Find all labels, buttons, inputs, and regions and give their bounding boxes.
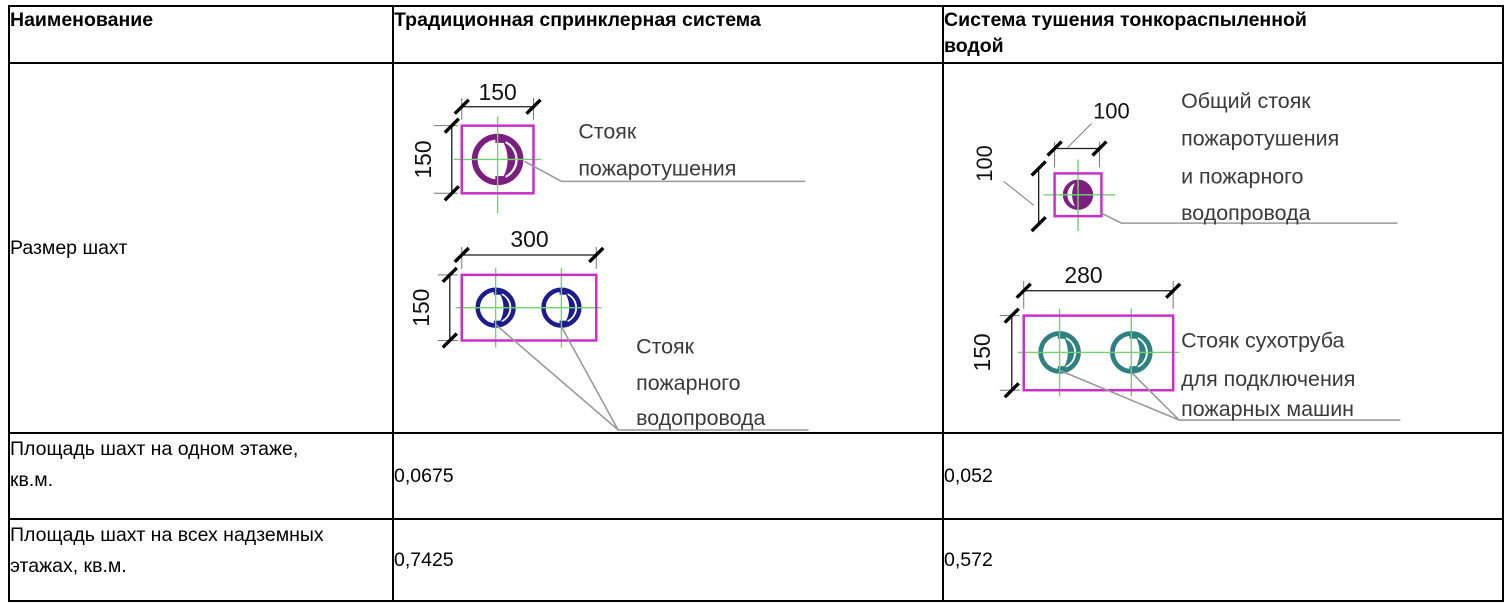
drawing-label-line3: водопровода bbox=[636, 406, 765, 430]
center-axis-lines bbox=[453, 116, 542, 214]
traditional-drawings-cell: 150 150 Стояк пожаротушения bbox=[392, 62, 944, 434]
mist-shaft-drawings: 100 100 Общий стояк пожаротушения и пожа… bbox=[969, 89, 1401, 421]
drawing-label-line2: для подключения bbox=[1181, 367, 1355, 391]
header-name-label: Наименование bbox=[10, 9, 154, 31]
dimension-lines bbox=[449, 254, 597, 341]
leader-line bbox=[524, 160, 806, 183]
width-dimension-text: 150 bbox=[479, 79, 517, 105]
mist-double-shaft-drawing: 280 150 Стояк сухотруба для подключения … bbox=[969, 262, 1401, 421]
mist-single-shaft-drawing: 100 100 Общий стояк пожаротушения и пожа… bbox=[972, 89, 1398, 233]
dimension-ticks bbox=[441, 246, 605, 349]
area-one-floor-row: Площадь шахт на одном этаже, кв.м. 0,067… bbox=[8, 432, 1504, 520]
area-one-floor-label-line2: кв.м. bbox=[10, 469, 54, 491]
leader-line bbox=[1101, 212, 1398, 224]
area-all-floors-label-cell: Площадь шахт на всех надземных этажах, к… bbox=[8, 518, 394, 602]
height-dimension-text: 100 bbox=[972, 145, 997, 181]
extension-lines bbox=[999, 280, 1174, 391]
shaft-outline bbox=[460, 273, 598, 342]
height-dimension-text: 150 bbox=[969, 333, 995, 371]
dimension-ticks bbox=[1003, 282, 1182, 399]
traditional-shaft-drawings: 150 150 Стояк пожаротушения bbox=[408, 79, 809, 431]
shaft-size-label: Размер шахт bbox=[10, 236, 128, 259]
drawing-label-line1: Общий стояк bbox=[1181, 89, 1311, 113]
extension-lines bbox=[1003, 123, 1100, 206]
height-dimension-text: 150 bbox=[408, 289, 434, 327]
drawing-label-line3: и пожарного bbox=[1181, 164, 1303, 188]
leader-line bbox=[495, 323, 809, 431]
height-dimension-text: 150 bbox=[410, 140, 436, 178]
drawing-label-line2: пожаротушения bbox=[1181, 127, 1339, 151]
area-one-floor-mist-cell: 0,052 bbox=[942, 432, 1504, 520]
header-mist-label-line1: Система тушения тонкораспыленной bbox=[944, 9, 1307, 31]
header-mist-label-line2: водой bbox=[944, 35, 1004, 57]
drawing-label-line1: Стояк сухотруба bbox=[1181, 328, 1344, 352]
shaft-outline bbox=[1053, 172, 1103, 218]
shaft-size-label-cell: Размер шахт bbox=[8, 62, 394, 434]
center-axis-lines bbox=[1017, 308, 1180, 397]
area-one-floor-mist-value: 0,052 bbox=[944, 464, 993, 487]
area-all-floors-label-line1: Площадь шахт на всех надземных bbox=[10, 524, 324, 546]
trad-single-shaft-drawing: 150 150 Стояк пожаротушения bbox=[410, 79, 806, 214]
header-cell-mist: Система тушения тонкораспыленной водой bbox=[942, 5, 1504, 64]
dimension-lines bbox=[1038, 147, 1100, 225]
area-one-floor-traditional-value: 0,0675 bbox=[394, 464, 454, 487]
header-row: Наименование Традиционная спринклерная с… bbox=[8, 5, 1504, 64]
area-one-floor-label-line1: Площадь шахт на одном этаже, bbox=[10, 438, 299, 460]
trad-double-shaft-drawing: 300 150 Стояк пожарного водопровода bbox=[408, 226, 809, 431]
drawing-label-line1: Стояк bbox=[578, 120, 637, 144]
area-all-floors-label-line2: этажах, кв.м. bbox=[10, 555, 127, 577]
header-traditional-label: Традиционная спринклерная система bbox=[394, 9, 761, 31]
drawing-label-line2: пожарного bbox=[636, 371, 740, 395]
center-axis-lines bbox=[455, 267, 602, 348]
header-cell-traditional: Традиционная спринклерная система bbox=[392, 5, 944, 64]
drawing-label-line1: Стояк bbox=[636, 334, 695, 358]
shaft-size-row: Размер шахт bbox=[8, 62, 1504, 434]
area-one-floor-label-cell: Площадь шахт на одном этаже, кв.м. bbox=[8, 432, 394, 520]
dimension-ticks bbox=[443, 98, 542, 202]
dimension-ticks bbox=[1030, 140, 1108, 233]
area-all-floors-mist-value: 0,572 bbox=[944, 548, 993, 571]
dimension-lines bbox=[1011, 290, 1174, 391]
shaft-outline bbox=[1022, 314, 1175, 392]
width-dimension-text: 280 bbox=[1064, 262, 1102, 288]
mist-drawings-cell: 100 100 Общий стояк пожаротушения и пожа… bbox=[942, 62, 1504, 434]
drawing-label-line4: водопровода bbox=[1181, 201, 1310, 225]
extension-lines bbox=[437, 247, 597, 341]
area-all-floors-row: Площадь шахт на всех надземных этажах, к… bbox=[8, 518, 1504, 602]
width-dimension-text: 300 bbox=[510, 226, 548, 252]
leader-line bbox=[1059, 369, 1401, 421]
area-all-floors-traditional-cell: 0,7425 bbox=[392, 518, 944, 602]
area-all-floors-traditional-value: 0,7425 bbox=[394, 548, 454, 571]
area-all-floors-mist-cell: 0,572 bbox=[942, 518, 1504, 602]
shaft-comparison-table: Наименование Традиционная спринклерная с… bbox=[8, 5, 1504, 602]
width-dimension-text: 100 bbox=[1093, 99, 1130, 124]
area-one-floor-traditional-cell: 0,0675 bbox=[392, 432, 944, 520]
dimension-lines bbox=[451, 106, 534, 194]
header-cell-name: Наименование bbox=[8, 5, 394, 64]
shaft-outline bbox=[460, 124, 535, 195]
drawing-label-line3: пожарных машин bbox=[1181, 397, 1354, 421]
drawing-label-line2: пожаротушения bbox=[578, 156, 736, 180]
